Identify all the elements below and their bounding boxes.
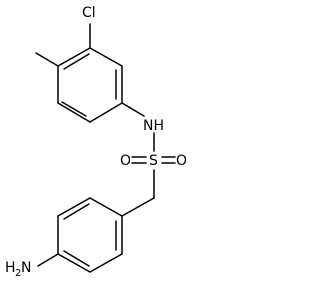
ring-to-nh-bond (121, 102, 145, 117)
ring2-bond-4 (57, 253, 91, 273)
sulfur-label: S (149, 153, 158, 169)
amino-h-label: H (5, 260, 16, 276)
methyl-bond (35, 52, 59, 67)
chlorine-label: Cl (82, 5, 96, 21)
amide-nh-label: NH (143, 118, 164, 134)
ring1-bond-4 (57, 102, 91, 123)
ch2-to-ring-bond (121, 197, 155, 217)
aminophenyl-ring (57, 197, 123, 273)
ring1-bond-3 (89, 102, 123, 123)
ring1-bond-1 (89, 47, 123, 67)
ring2-bond-2 (57, 197, 91, 217)
ring2-bond-5 (89, 253, 123, 273)
ring2-double-1 (63, 203, 90, 220)
amino-bond (37, 253, 59, 267)
amino-subscript-label: 2 (15, 268, 21, 279)
molecule-structure: Cl NH S O O H 2 N (5, 5, 187, 279)
oxygen-right-label: O (176, 153, 187, 169)
ring1-double-3 (63, 53, 90, 70)
ring2-bond-1 (89, 197, 123, 217)
amino-n-label: N (21, 260, 31, 276)
chloromethylphenyl-ring (57, 47, 123, 123)
oxygen-left-label: O (120, 153, 131, 169)
ring1-double-2 (61, 101, 87, 117)
ring1-bond-6 (57, 47, 91, 67)
ring2-double-2 (63, 250, 90, 267)
